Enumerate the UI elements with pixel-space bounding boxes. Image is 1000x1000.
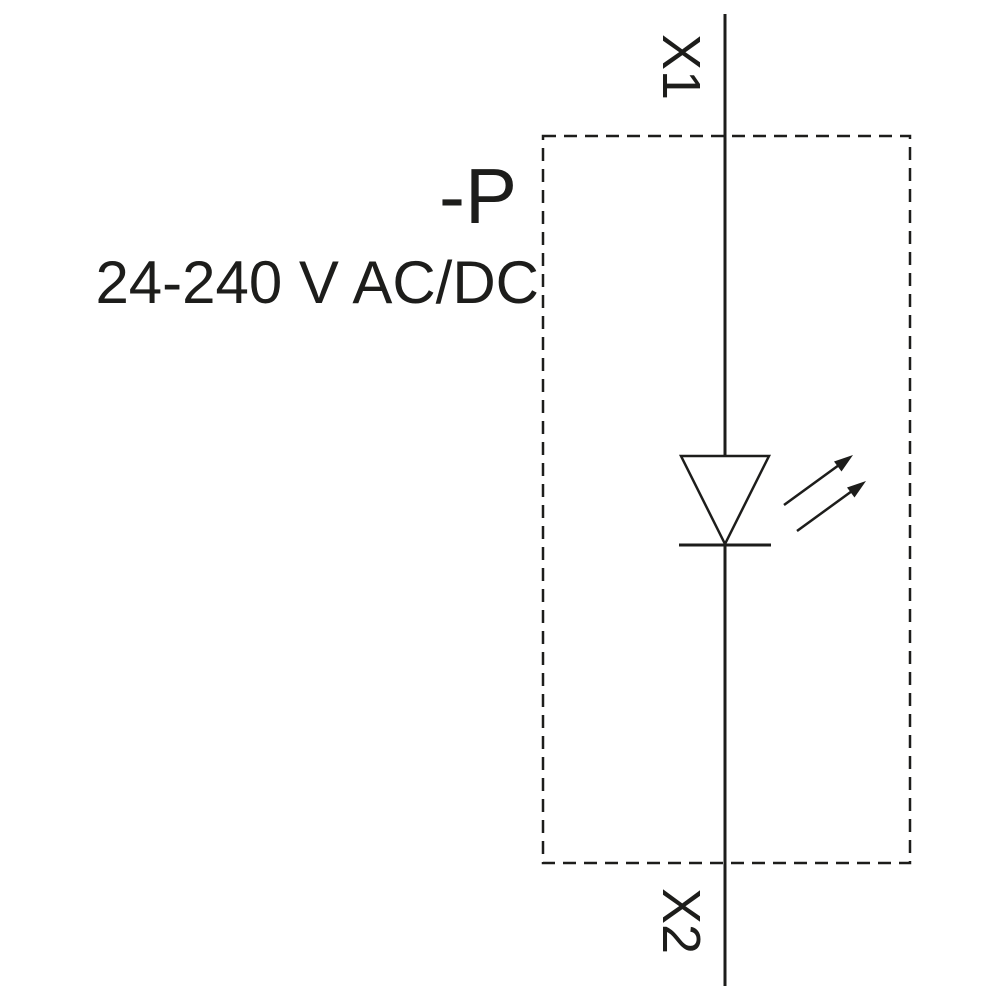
light-arrow-2-shaft (796, 489, 853, 533)
light-arrow-1-shaft (783, 463, 840, 507)
terminal-label-x1: X1 (651, 34, 711, 100)
voltage-rating-label: 24-240 V AC/DC (95, 249, 539, 316)
component-reference-label: -P (439, 152, 517, 240)
light-emission-arrows-icon (783, 455, 866, 533)
led-symbol-icon (678, 454, 866, 547)
light-arrow-1-head (834, 455, 853, 472)
led-diode-triangle (678, 454, 772, 547)
light-arrow-2-head (847, 481, 866, 498)
terminal-label-x2: X2 (651, 888, 711, 954)
